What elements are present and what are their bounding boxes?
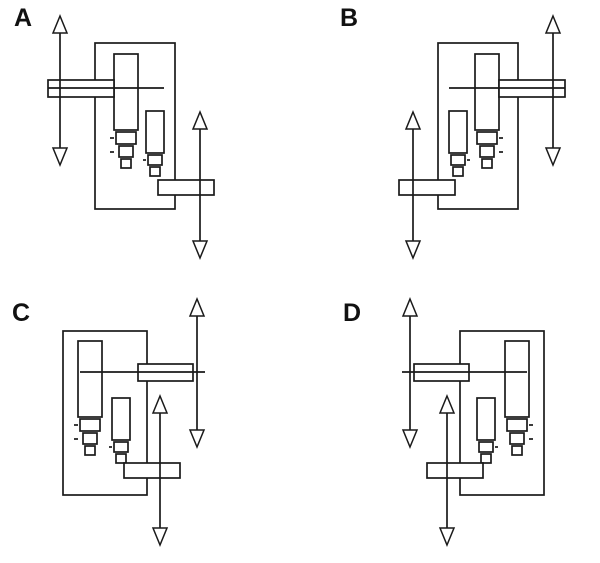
bottom-shaft-arrows: [438, 394, 456, 547]
machine-diagram: [62, 297, 206, 547]
up-arrowhead: [188, 297, 206, 317]
stepped-pulley-large: [77, 340, 103, 418]
top-shaft-arrows: [51, 14, 69, 167]
pulley-step: [149, 166, 161, 177]
pulley-step: [113, 441, 129, 453]
pulley-step: [511, 445, 523, 456]
down-arrowhead: [151, 527, 169, 547]
pulley-step: [450, 154, 466, 166]
panel-label: B: [340, 4, 359, 32]
output-shaft: [426, 462, 484, 479]
pulley-step: [479, 145, 495, 158]
up-arrowhead: [191, 110, 209, 130]
pulley-step: [118, 145, 134, 158]
machine-diagram: [47, 14, 215, 260]
mirrored-group: [398, 14, 566, 260]
pulley-step: [115, 453, 127, 464]
pulley-step: [481, 158, 493, 169]
machine-assembly: [398, 42, 566, 210]
down-arrowhead: [404, 240, 422, 260]
gearbox-outline: [459, 330, 545, 496]
pulley-step: [506, 418, 528, 432]
output-shaft: [157, 179, 215, 196]
stepped-pulley-small: [448, 110, 468, 154]
stepped-pulley-large: [504, 340, 530, 418]
stepped-pulley-large: [113, 53, 139, 131]
pulley-step: [509, 432, 525, 445]
up-arrowhead: [544, 14, 562, 34]
answer-panel-a: A: [8, 4, 258, 282]
down-arrowhead: [544, 147, 562, 167]
up-arrowhead: [401, 297, 419, 317]
gearbox-outline: [437, 42, 519, 210]
machine-assembly: [402, 330, 545, 496]
panel-label: C: [12, 299, 31, 327]
down-arrowhead: [401, 429, 419, 449]
pulley-step: [120, 158, 132, 169]
gearbox-outline: [94, 42, 176, 210]
up-arrowhead: [438, 394, 456, 414]
pulley-step: [115, 131, 137, 145]
pulley-step: [84, 445, 96, 456]
output-shaft: [398, 179, 456, 196]
answer-panel-b: B: [335, 4, 590, 282]
machine-diagram: [398, 14, 566, 260]
down-arrowhead: [51, 147, 69, 167]
pulley-step: [147, 154, 163, 166]
machine-assembly: [47, 42, 215, 210]
stepped-pulley-small: [111, 397, 131, 441]
top-shaft-arrows: [188, 297, 206, 449]
pulley-step: [79, 418, 101, 432]
up-arrowhead: [404, 110, 422, 130]
machine-diagram: [401, 297, 545, 547]
bottom-shaft-arrows: [404, 110, 422, 260]
up-arrowhead: [51, 14, 69, 34]
output-shaft: [123, 462, 181, 479]
down-arrowhead: [188, 429, 206, 449]
pulley-step: [480, 453, 492, 464]
panel-label: A: [14, 4, 33, 32]
stepped-pulley-small: [476, 397, 496, 441]
top-shaft-arrows: [401, 297, 419, 449]
pulley-step: [478, 441, 494, 453]
pulley-step: [476, 131, 498, 145]
bottom-shaft-arrows: [191, 110, 209, 260]
panel-label: D: [343, 299, 362, 327]
top-shaft-arrows: [544, 14, 562, 167]
down-arrowhead: [438, 527, 456, 547]
machine-assembly: [62, 330, 205, 496]
up-arrowhead: [151, 394, 169, 414]
stepped-pulley-large: [474, 53, 500, 131]
answer-panel-c: C: [8, 293, 258, 561]
down-arrowhead: [191, 240, 209, 260]
bottom-shaft-arrows: [151, 394, 169, 547]
pulley-step: [82, 432, 98, 445]
gearbox-outline: [62, 330, 148, 496]
pulley-step: [452, 166, 464, 177]
stepped-pulley-small: [145, 110, 165, 154]
mirrored-group: [401, 297, 545, 547]
answer-panel-d: D: [335, 293, 590, 561]
